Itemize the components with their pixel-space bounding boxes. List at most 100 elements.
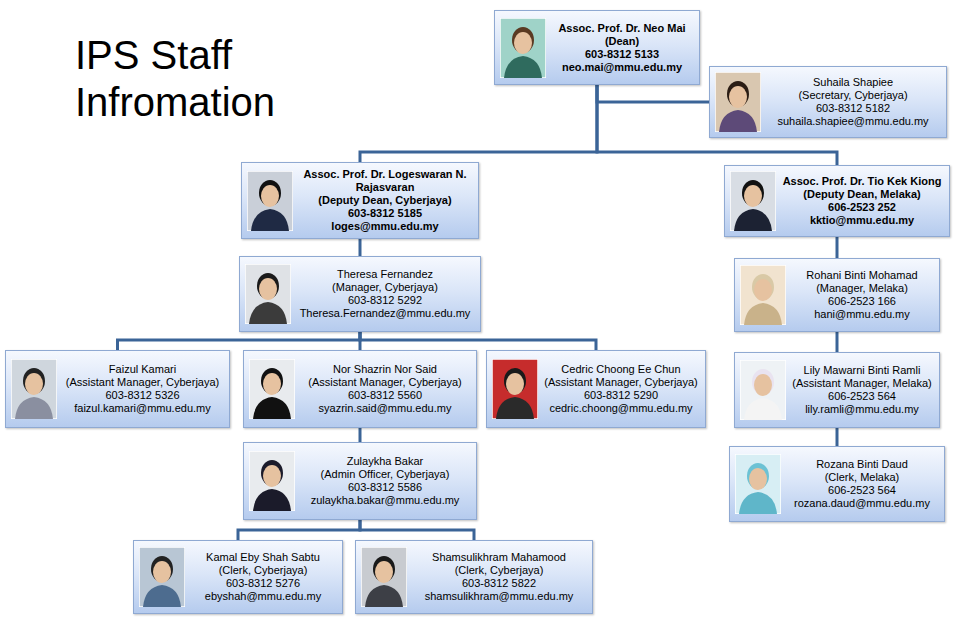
staff-photo [492, 359, 538, 419]
reporting-line [360, 85, 597, 162]
staff-phone: 606-2523 166 [806, 295, 917, 308]
staff-name: Assoc. Prof. Dr. Tio Kek Kiong [783, 175, 942, 188]
staff-role: (Manager, Cyberjaya) [300, 281, 471, 294]
staff-details: Kamal Eby Shah Sabtu(Clerk, Cyberjaya)60… [205, 551, 321, 603]
staff-name: Assoc. Prof. Dr. Neo Mai [558, 22, 685, 35]
reporting-line [359, 428, 362, 442]
staff-email: loges@mmu.edu.my [299, 220, 471, 233]
staff-phone: 603-8312 5290 [544, 389, 697, 402]
staff-role: (Manager, Melaka) [806, 282, 917, 295]
staff-box: Lily Mawarni Binti Ramli(Assistant Manag… [734, 352, 940, 428]
staff-email: cedric.choong@mmu.edu.my [544, 402, 697, 415]
staff-email: ebyshah@mmu.edu.my [205, 590, 321, 603]
staff-role: (Clerk, Cyberjaya) [205, 564, 321, 577]
staff-email: syazrin.said@mmu.edu.my [308, 402, 461, 415]
staff-role: (Clerk, Cyberjaya) [425, 564, 574, 577]
staff-details: Rozana Binti Daud(Clerk, Melaka)606-2523… [794, 458, 930, 510]
staff-email: Theresa.Fernandez@mmu.edu.my [300, 307, 471, 320]
staff-email: rozana.daud@mmu.edu.my [794, 497, 930, 510]
staff-name: Rohani Binti Mohamad [806, 269, 917, 282]
staff-photo [361, 547, 407, 607]
staff-photo [249, 359, 295, 419]
reporting-line [597, 85, 709, 102]
reporting-line [360, 332, 596, 350]
staff-details: Zulaykha Bakar(Admin Officer, Cyberjaya)… [311, 455, 460, 507]
staff-box: Rozana Binti Daud(Clerk, Melaka)606-2523… [729, 446, 945, 522]
staff-photo [735, 454, 781, 514]
staff-box: Faizul Kamari(Assistant Manager, Cyberja… [5, 350, 230, 428]
staff-photo [715, 72, 761, 132]
staff-photo [740, 265, 786, 325]
reporting-line [836, 237, 839, 258]
staff-name: Faizul Kamari [66, 363, 219, 376]
staff-box: Shamsulikhram Mahamood(Clerk, Cyberjaya)… [355, 540, 593, 614]
staff-details: Suhaila Shapiee(Secretary, Cyberjaya)603… [777, 76, 928, 128]
staff-details: Theresa Fernandez(Manager, Cyberjaya)603… [300, 268, 471, 320]
reporting-line [359, 239, 362, 256]
staff-name: Rozana Binti Daud [794, 458, 930, 471]
staff-phone: 603-8312 5326 [66, 389, 219, 402]
staff-phone: 603-8312 5276 [205, 577, 321, 590]
staff-email: neo.mai@mmu.edu.my [558, 61, 685, 74]
staff-phone: 603-8312 5822 [425, 577, 574, 590]
staff-box: Assoc. Prof. Dr. Logeswaran N. Rajasvara… [241, 162, 479, 239]
staff-details: Assoc. Prof. Dr. Neo Mai(Dean)603-8312 5… [558, 22, 685, 74]
staff-email: shamsulikhram@mmu.edu.my [425, 590, 574, 603]
staff-role: (Assistant Manager, Cyberjaya) [308, 376, 461, 389]
staff-phone: 606-2523 564 [794, 484, 930, 497]
staff-role: (Deputy Dean, Cyberjaya) [299, 194, 471, 207]
staff-box: Assoc. Prof. Dr. Tio Kek Kiong(Deputy De… [724, 165, 950, 237]
staff-box: Theresa Fernandez(Manager, Cyberjaya)603… [239, 256, 481, 332]
staff-role: (Assistant Manager, Melaka) [792, 377, 931, 390]
staff-box: Kamal Eby Shah Sabtu(Clerk, Cyberjaya)60… [133, 540, 343, 614]
staff-name: Cedric Choong Ee Chun [544, 363, 697, 376]
staff-box: Nor Shazrin Nor Said(Assistant Manager, … [243, 350, 477, 428]
staff-email: kktio@mmu.edu.my [783, 214, 942, 227]
staff-name: Zulaykha Bakar [311, 455, 460, 468]
staff-details: Faizul Kamari(Assistant Manager, Cyberja… [66, 363, 219, 415]
reporting-line [360, 520, 474, 540]
staff-role: (Secretary, Cyberjaya) [777, 89, 928, 102]
chart-title: IPS Staff Infromation [75, 32, 325, 126]
staff-box: Rohani Binti Mohamad(Manager, Melaka)606… [734, 258, 940, 332]
staff-role: (Admin Officer, Cyberjaya) [311, 468, 460, 481]
staff-photo [500, 18, 546, 78]
staff-photo [245, 264, 291, 324]
staff-phone: 603-8312 5560 [308, 389, 461, 402]
staff-box: Suhaila Shapiee(Secretary, Cyberjaya)603… [709, 66, 947, 138]
staff-role: (Assistant Manager, Cyberjaya) [66, 376, 219, 389]
staff-photo [11, 359, 57, 419]
staff-photo [249, 451, 295, 511]
staff-phone: 603-8312 5133 [558, 48, 685, 61]
staff-name: Shamsulikhram Mahamood [425, 551, 574, 564]
reporting-line [118, 332, 361, 350]
staff-phone: 606-2523 252 [783, 201, 942, 214]
staff-details: Assoc. Prof. Dr. Logeswaran N. Rajasvara… [299, 168, 471, 233]
staff-role: (Clerk, Melaka) [794, 471, 930, 484]
staff-details: Assoc. Prof. Dr. Tio Kek Kiong(Deputy De… [783, 175, 942, 227]
staff-name: Kamal Eby Shah Sabtu [205, 551, 321, 564]
staff-details: Lily Mawarni Binti Ramli(Assistant Manag… [792, 364, 931, 416]
reporting-line [238, 520, 360, 540]
staff-phone: 603-8312 5292 [300, 294, 471, 307]
staff-box: Zulaykha Bakar(Admin Officer, Cyberjaya)… [243, 442, 477, 520]
staff-name: Lily Mawarni Binti Ramli [792, 364, 931, 377]
staff-name: Suhaila Shapiee [777, 76, 928, 89]
staff-name: Theresa Fernandez [300, 268, 471, 281]
reporting-line [836, 332, 839, 352]
staff-name: Nor Shazrin Nor Said [308, 363, 461, 376]
reporting-line [836, 428, 839, 446]
staff-photo [740, 360, 786, 420]
staff-details: Cedric Choong Ee Chun(Assistant Manager,… [544, 363, 697, 415]
staff-photo [247, 171, 293, 231]
staff-email: hani@mmu.edu.my [806, 308, 917, 321]
staff-email: zulaykha.bakar@mmu.edu.my [311, 494, 460, 507]
staff-phone: 606-2523 564 [792, 390, 931, 403]
staff-email: lily.ramli@mmu.edu.my [792, 403, 931, 416]
staff-phone: 603-8312 5185 [299, 207, 471, 220]
staff-role: (Deputy Dean, Melaka) [783, 188, 942, 201]
staff-details: Nor Shazrin Nor Said(Assistant Manager, … [308, 363, 461, 415]
staff-role: (Assistant Manager, Cyberjaya) [544, 376, 697, 389]
staff-email: faizul.kamari@mmu.edu.my [66, 402, 219, 415]
staff-box: Cedric Choong Ee Chun(Assistant Manager,… [486, 350, 706, 428]
